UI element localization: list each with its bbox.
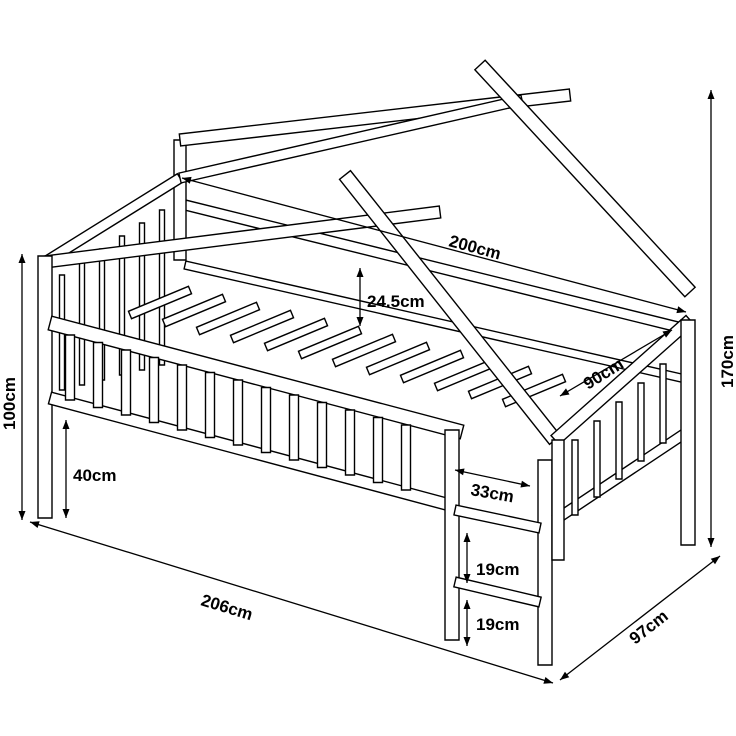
roof-beam-back-left: [178, 94, 524, 184]
footboard-slat: [659, 363, 667, 444]
bed-slat: [161, 293, 227, 328]
footboard-slat: [593, 420, 601, 498]
front-slat: [344, 409, 356, 476]
arrowhead-icon: [710, 556, 720, 565]
ladder-right-post: [537, 459, 553, 666]
roof-beam-back-right: [473, 59, 697, 298]
footboard-slat: [615, 401, 623, 480]
front-slat: [372, 416, 384, 484]
footboard-top-rail: [550, 314, 695, 446]
footboard-slat: [571, 439, 579, 516]
arrowhead-icon: [356, 268, 364, 277]
arrowhead-icon: [463, 533, 471, 542]
bed-slat: [399, 349, 465, 384]
footboard-slat: [637, 382, 645, 462]
front-slat: [204, 371, 216, 439]
arrowhead-icon: [30, 521, 40, 528]
dim-floor-clearance: 40cm: [73, 466, 116, 485]
bed-slat: [127, 285, 193, 320]
ladder-top-rung: [453, 504, 542, 534]
front-slat: [148, 356, 160, 424]
arrowhead-icon: [560, 671, 570, 680]
arrowhead-icon: [18, 511, 26, 520]
arrowhead-icon: [62, 420, 70, 429]
dim-ladder-step-lower: 19cm: [476, 615, 519, 634]
arrowhead-icon: [463, 600, 471, 609]
dim-line-total-width: [559, 555, 721, 681]
arrowhead-icon: [182, 176, 192, 184]
front-slat: [232, 379, 244, 446]
arrowhead-icon: [676, 306, 686, 314]
dim-line-width-inner: [559, 329, 673, 397]
front-slat: [92, 341, 104, 409]
dim-line-length-inner: [181, 177, 687, 313]
back-right-post: [680, 319, 696, 546]
bed-slat: [229, 309, 295, 344]
front-slat: [176, 364, 188, 431]
dim-total-width: 97cm: [626, 606, 672, 648]
front-slat: [288, 394, 300, 461]
arrowhead-icon: [356, 317, 364, 326]
dim-rail-height: 24.5cm: [367, 292, 425, 311]
arrowhead-icon: [707, 90, 715, 99]
dim-side-height: 100cm: [0, 377, 19, 430]
arrowhead-icon: [463, 574, 471, 583]
dim-ladder-step-upper: 19cm: [476, 560, 519, 579]
front-slat: [64, 334, 76, 401]
ladder-rung: [453, 576, 542, 608]
arrowhead-icon: [18, 254, 26, 263]
dimension-lines: [18, 90, 721, 684]
bed-slat: [263, 317, 329, 352]
bed-slat: [331, 333, 397, 368]
arrowhead-icon: [543, 677, 553, 684]
dim-line-total-length: [29, 521, 554, 684]
arrowhead-icon: [662, 330, 672, 338]
foot-left-post: [551, 439, 565, 561]
bed-slat: [195, 301, 261, 336]
arrowhead-icon: [560, 388, 570, 396]
arrowhead-icon: [463, 637, 471, 646]
headboard-slat: [158, 209, 166, 366]
headboard-slat: [138, 222, 146, 371]
front-right-post: [444, 429, 460, 641]
dim-line-entry-width: [454, 469, 531, 487]
front-slat: [316, 401, 328, 469]
dim-total-height: 170cm: [718, 335, 736, 388]
arrowhead-icon: [455, 468, 465, 476]
arrowhead-icon: [707, 538, 715, 547]
front-slat: [400, 424, 412, 491]
arrowhead-icon: [520, 480, 530, 488]
front-slat: [260, 386, 272, 454]
dim-entry-width: 33cm: [469, 480, 515, 506]
dim-total-length: 206cm: [199, 591, 255, 625]
front-slat: [120, 349, 132, 416]
bed-slat: [297, 325, 363, 360]
bed-frame: [37, 59, 697, 666]
arrowhead-icon: [62, 509, 70, 518]
bed-slat: [365, 341, 431, 376]
front-left-post: [37, 255, 53, 519]
dim-length-inner: 200cm: [447, 232, 503, 264]
